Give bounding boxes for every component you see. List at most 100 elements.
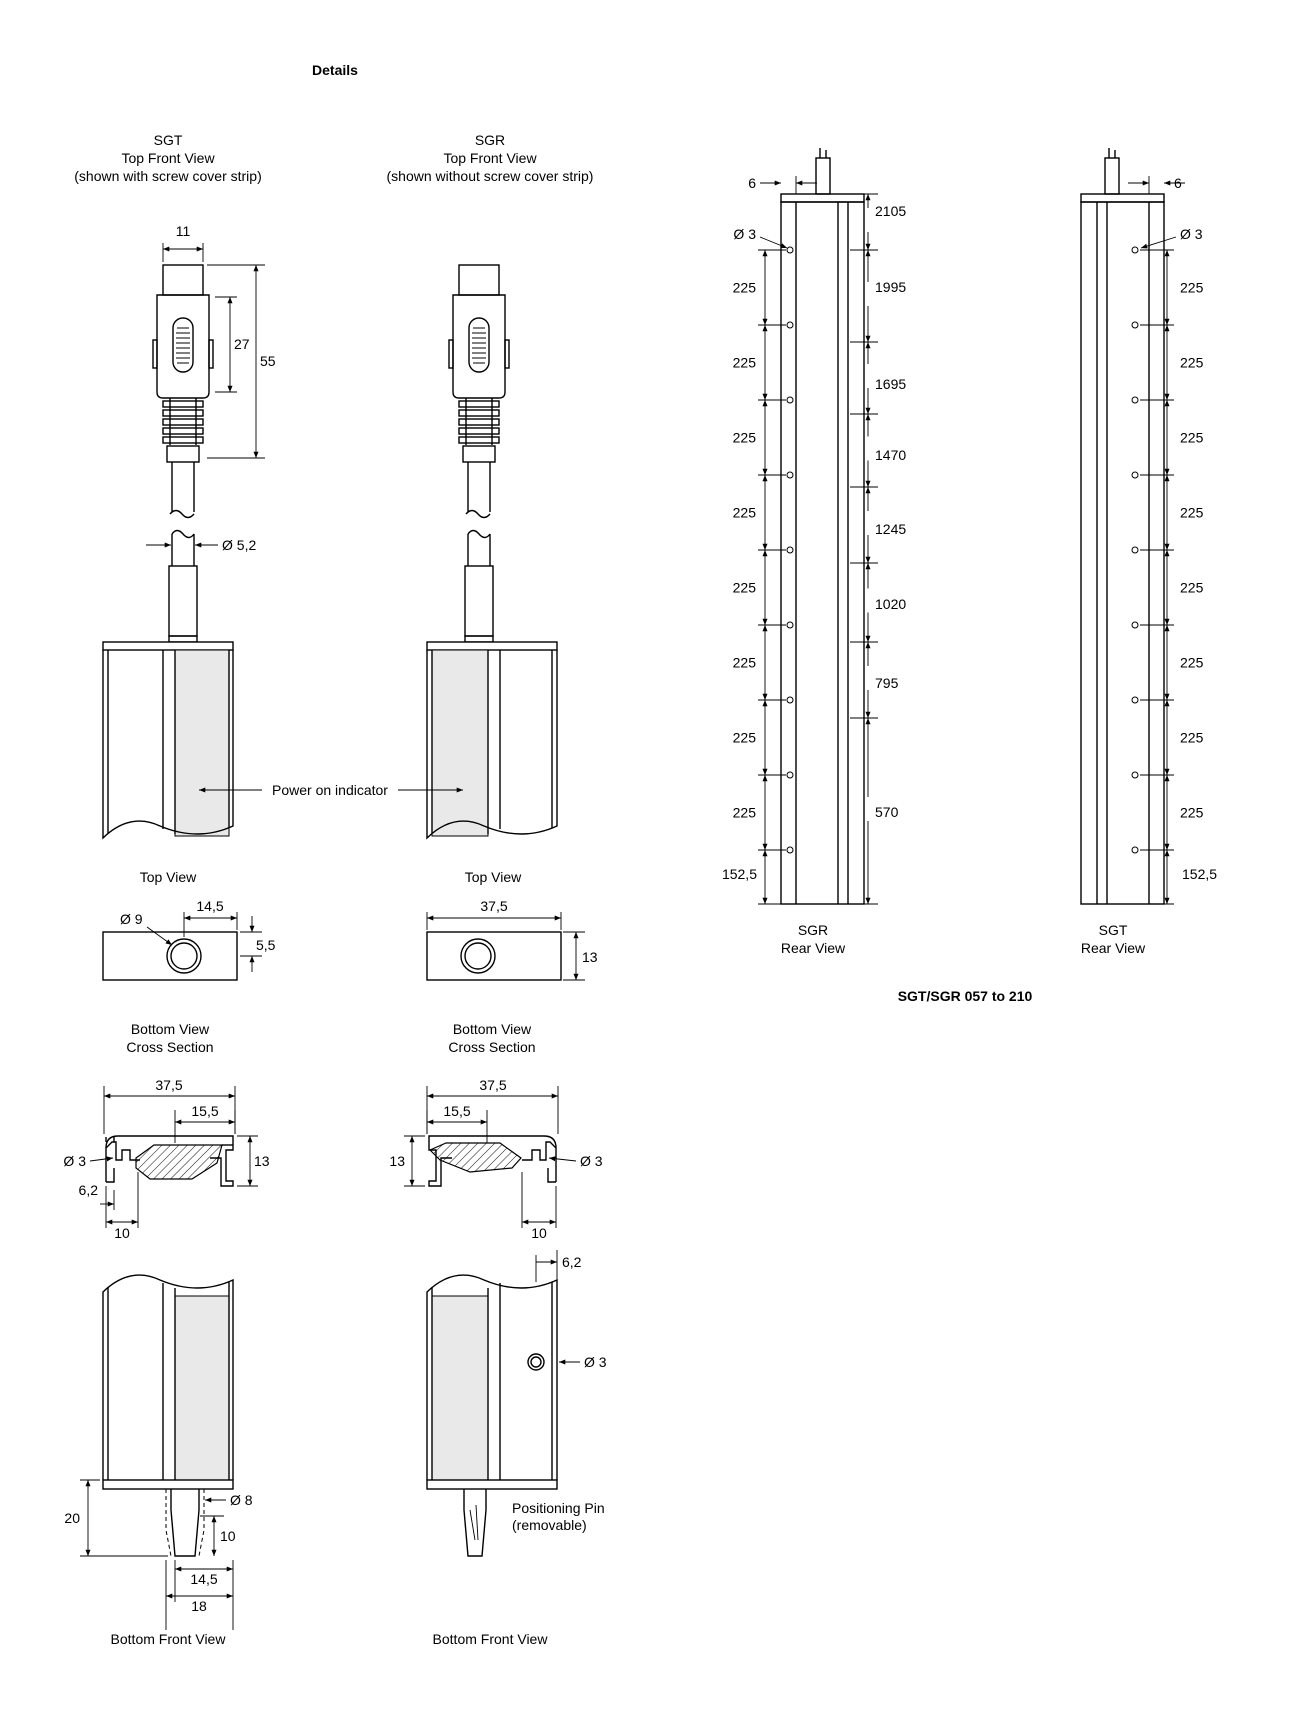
svg-text:55: 55 [260,353,276,369]
svg-text:14,5: 14,5 [196,898,223,914]
sgt-cross-section-title: Bottom View Cross Section [126,1021,213,1055]
svg-text:37,5: 37,5 [479,1077,506,1093]
pitch-label: 225 [1180,280,1204,296]
svg-text:Cross Section: Cross Section [126,1039,213,1055]
svg-text:5,5: 5,5 [256,937,276,953]
svg-text:Rear View: Rear View [1081,940,1146,956]
svg-text:Top Front View: Top Front View [121,150,215,166]
mounting-hole [786,321,794,329]
height-label: 1695 [875,376,906,392]
pitch-label: 225 [733,280,757,296]
mounting-hole [786,696,794,704]
mounting-hole [1131,321,1139,329]
svg-text:10: 10 [220,1528,236,1544]
sgt-rear-title: SGT Rear View [1081,922,1146,956]
svg-text:Bottom View: Bottom View [131,1021,210,1037]
sgt-body-top [102,641,234,840]
positioning-pin-label-1: Positioning Pin [512,1500,605,1516]
sgr-rear-title: SGR Rear View [781,922,846,956]
svg-text:13: 13 [582,949,598,965]
sgr-rear-view [780,148,865,905]
sgt-bottom-front-label: Bottom Front View [111,1631,227,1647]
svg-text:37,5: 37,5 [155,1077,182,1093]
svg-text:27: 27 [234,336,250,352]
sgr-connector [448,264,510,643]
pitch-label: 225 [1180,655,1204,671]
pitch-label: 225 [1180,805,1204,821]
positioning-pin-label-2: (removable) [512,1517,587,1533]
svg-text:10: 10 [114,1225,130,1241]
sgr-top-title: SGR Top Front View (shown without screw … [387,132,594,184]
sgt-rear-view [1080,148,1165,905]
series-label: SGT/SGR 057 to 210 [898,988,1033,1004]
pitch-label: 225 [1180,505,1204,521]
svg-text:Ø 3: Ø 3 [63,1153,86,1169]
sgt-cross-section: 37,5 15,5 13 Ø 3 6,2 10 [63,1077,269,1241]
mounting-hole [786,771,794,779]
svg-text:Cross Section: Cross Section [448,1039,535,1055]
pitch-label: 225 [733,655,757,671]
mounting-hole [786,846,794,854]
sgr-body-top [426,641,558,840]
height-label: 1995 [875,279,906,295]
sgr-top-view: 37,5 13 [426,898,598,981]
svg-text:Ø 8: Ø 8 [230,1492,253,1508]
svg-text:6: 6 [748,175,756,191]
pitch-label: 225 [733,805,757,821]
svg-text:Ø 3: Ø 3 [733,226,756,242]
svg-text:10: 10 [531,1225,547,1241]
svg-text:(shown with screw cover strip): (shown with screw cover strip) [74,168,262,184]
svg-text:Ø 9: Ø 9 [120,911,143,927]
height-label: 2105 [875,203,906,219]
height-label: 1245 [875,521,906,537]
svg-text:152,5: 152,5 [1182,866,1217,882]
mounting-hole [1131,546,1139,554]
sgt-top-title: SGT Top Front View (shown with screw cov… [74,132,262,184]
svg-text:20: 20 [64,1510,80,1526]
pitch-label: 225 [733,580,757,596]
svg-text:SGR: SGR [798,922,828,938]
height-label: 1020 [875,596,906,612]
mounting-hole [786,471,794,479]
mounting-hole [1131,471,1139,479]
svg-text:Ø 5,2: Ø 5,2 [222,537,256,553]
sgt-connector [152,264,214,643]
mounting-hole [786,546,794,554]
svg-text:13: 13 [389,1153,405,1169]
svg-text:Rear View: Rear View [781,940,846,956]
pitch-label: 225 [733,430,757,446]
svg-text:6: 6 [1174,175,1182,191]
svg-text:SGR: SGR [475,132,505,148]
svg-text:Bottom View: Bottom View [453,1021,532,1037]
height-label: 1470 [875,447,906,463]
power-indicator-callout: Power on indicator [199,782,463,798]
svg-text:13: 13 [254,1153,270,1169]
sgr-top-view-label: Top View [465,869,522,885]
mounting-hole [786,396,794,404]
svg-text:11: 11 [176,223,191,239]
svg-text:Ø 3: Ø 3 [580,1153,603,1169]
sgt-bottom-front-view: 20 Ø 8 10 14,5 18 [64,1274,253,1630]
svg-text:SGT: SGT [154,132,183,148]
pitch-label: 225 [733,355,757,371]
mounting-hole [786,621,794,629]
height-label: 795 [875,675,899,691]
pitch-label: 225 [1180,730,1204,746]
mounting-hole [1131,846,1139,854]
svg-text:15,5: 15,5 [443,1103,470,1119]
sgr-bottom-front-label: Bottom Front View [433,1631,549,1647]
mounting-hole [1131,771,1139,779]
pitch-label: 225 [733,730,757,746]
sgt-connector-dims: 11 27 55 Ø 5,2 [146,223,276,553]
pitch-label: 225 [733,505,757,521]
pitch-label: 225 [1180,580,1204,596]
mounting-hole [1131,621,1139,629]
svg-text:Ø 3: Ø 3 [1180,226,1203,242]
svg-text:SGT: SGT [1099,922,1128,938]
pitch-label: 225 [1180,430,1204,446]
svg-text:6,2: 6,2 [562,1254,582,1270]
sgr-cross-section-title: Bottom View Cross Section [448,1021,535,1055]
svg-text:6,2: 6,2 [79,1182,99,1198]
